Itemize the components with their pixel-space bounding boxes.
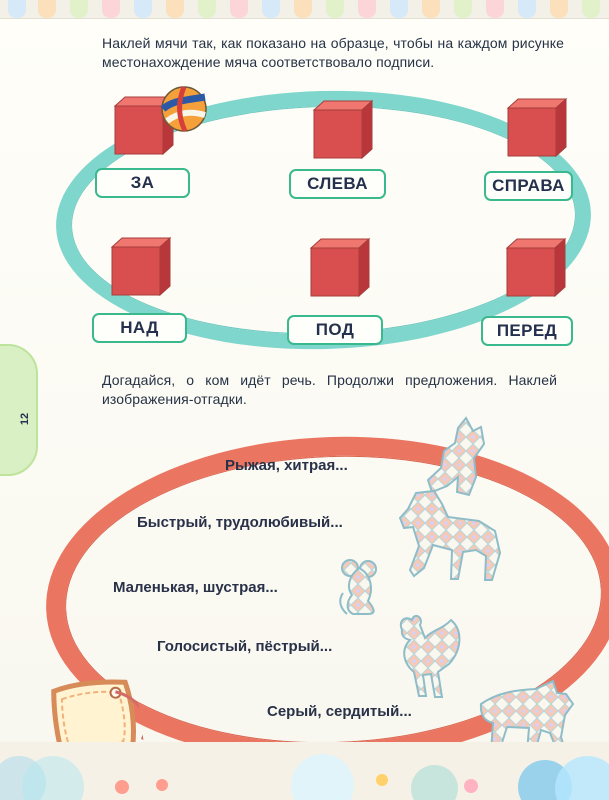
decorative-circle xyxy=(555,756,609,800)
top-border-shape xyxy=(38,0,56,18)
top-border-shape xyxy=(390,0,408,18)
top-border-shape xyxy=(518,0,536,18)
label-sleva: СЛЕВА xyxy=(289,169,386,199)
label-za: ЗА xyxy=(95,168,190,198)
top-border-shape xyxy=(166,0,184,18)
top-border-shape xyxy=(294,0,312,18)
horse-silhouette-icon xyxy=(397,488,506,583)
cube-icon xyxy=(104,235,176,297)
decorative-circle xyxy=(291,754,354,800)
decorative-dot xyxy=(156,779,168,791)
clue-fox: Рыжая, хитрая... xyxy=(225,457,348,474)
fox-silhouette-icon xyxy=(424,416,490,498)
task-one-instruction: Наклей мячи так, как показано на образце… xyxy=(102,35,564,70)
page-side-tab xyxy=(0,344,38,476)
top-border-shape xyxy=(582,0,600,18)
top-border-shape xyxy=(8,0,26,18)
clue-rooster: Голосистый, пёстрый... xyxy=(157,638,333,655)
page-number: 12 xyxy=(19,412,31,426)
decorative-dot xyxy=(464,779,478,793)
cube-icon xyxy=(500,96,572,158)
label-sprava: СПРАВА xyxy=(484,171,573,201)
decorative-dot xyxy=(376,774,388,786)
top-border-shape xyxy=(262,0,280,18)
cube-icon xyxy=(303,236,375,298)
top-border-shape xyxy=(198,0,216,18)
top-border-shape xyxy=(550,0,568,18)
top-border-shape xyxy=(326,0,344,18)
cube-icon xyxy=(499,236,571,298)
top-border-shape xyxy=(358,0,376,18)
top-border-shape xyxy=(454,0,472,18)
top-border-shape xyxy=(134,0,152,18)
ball-icon xyxy=(160,86,207,133)
top-border-shape xyxy=(422,0,440,18)
label-pod: ПОД xyxy=(287,315,383,345)
top-border-shape xyxy=(70,0,88,18)
top-border-shape xyxy=(230,0,248,18)
label-pered: ПЕРЕД xyxy=(481,316,573,346)
rooster-silhouette-icon xyxy=(393,612,465,700)
label-nad: НАД xyxy=(92,313,187,343)
clue-mouse: Маленькая, шустрая... xyxy=(113,579,278,596)
decorative-circle xyxy=(411,765,458,800)
mouse-silhouette-icon xyxy=(337,556,385,616)
bottom-decorative-border xyxy=(0,742,609,800)
top-decorative-border xyxy=(0,0,609,19)
top-border-shape xyxy=(486,0,504,18)
clue-horse: Быстрый, трудолюбивый... xyxy=(137,514,343,531)
cube-icon xyxy=(306,98,378,160)
decorative-dot xyxy=(115,780,129,794)
top-border-shape xyxy=(102,0,120,18)
task-two-instruction: Догадайся, о ком идёт речь. Продолжи пре… xyxy=(102,372,557,407)
decorative-circle xyxy=(22,756,84,800)
clue-wolf: Серый, сердитый... xyxy=(267,703,412,720)
